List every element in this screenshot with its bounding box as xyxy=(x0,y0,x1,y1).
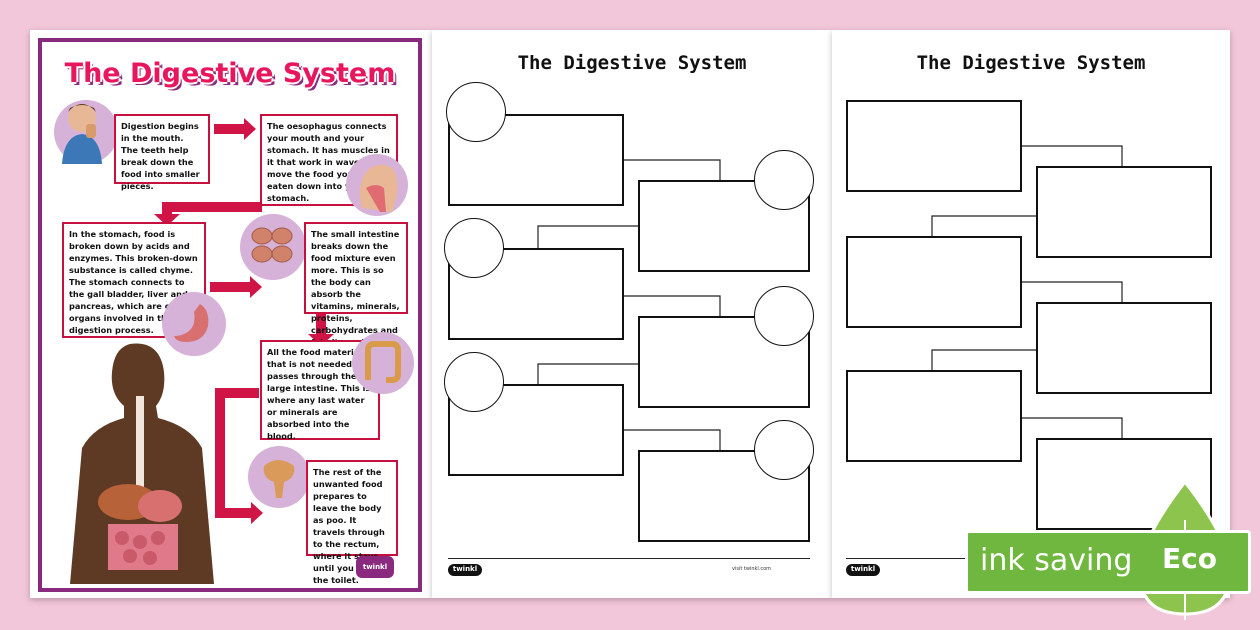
info-box-rectum: The rest of the unwanted food prepares t… xyxy=(306,460,398,585)
stomach-outline-icon xyxy=(444,218,504,278)
footer-url: visit twinkl.com xyxy=(732,566,772,572)
connector-lines xyxy=(535,159,723,458)
twinkl-logo: twinkl xyxy=(356,556,394,578)
flow-arrows xyxy=(154,118,334,524)
answer-box-1[interactable] xyxy=(846,100,1022,192)
answer-box-5[interactable] xyxy=(846,370,1022,462)
large-intestine-outline-icon xyxy=(444,352,504,412)
ink-saving-badge: ink saving xyxy=(965,530,1251,594)
poster-page: The Digestive System Digestion begins in… xyxy=(30,30,432,598)
footer-line xyxy=(448,558,810,559)
rectum-icon xyxy=(263,460,295,498)
poster-frame: The Digestive System Digestion begins in… xyxy=(38,38,422,592)
large-intestine-icon xyxy=(365,341,401,383)
ink-saving-text: ink saving xyxy=(980,543,1133,578)
worksheet-title: The Digestive System xyxy=(916,52,1146,74)
poster-title: The Digestive System xyxy=(64,58,396,89)
twinkl-logo: twinkl xyxy=(846,564,880,576)
answer-box-3[interactable] xyxy=(846,236,1022,328)
info-box-small-intestine: The small intestine breaks down the food… xyxy=(304,222,408,347)
answer-box-2[interactable] xyxy=(1036,166,1212,258)
worksheet-page-blank: The Digestive System twinkl xyxy=(832,30,1230,598)
info-box-mouth: Digestion begins in the mouth. The teeth… xyxy=(114,114,210,191)
boy-eating-icon xyxy=(62,104,102,164)
twinkl-logo: twinkl xyxy=(448,564,482,576)
boy-outline-icon xyxy=(446,82,506,142)
answer-box-4[interactable] xyxy=(1036,302,1212,394)
footer-line xyxy=(846,558,1046,559)
head-cross-section-icon xyxy=(359,164,398,212)
head-outline-icon xyxy=(754,150,814,210)
worksheet-page-pictures: The Digestive System twinkl visit twinkl… xyxy=(432,30,832,598)
worksheet-title: The Digestive System xyxy=(517,52,747,74)
stomach-icon xyxy=(174,304,209,342)
eco-text: Eco xyxy=(1162,542,1217,575)
small-intestine-circle xyxy=(240,214,306,280)
human-body-icon xyxy=(70,343,214,584)
info-box-stomach: In the stomach, food is broken down by a… xyxy=(62,222,206,338)
rectum-outline-icon xyxy=(754,420,814,480)
small-intestine-outline-icon xyxy=(754,286,814,346)
small-intestine-icon xyxy=(251,227,293,263)
